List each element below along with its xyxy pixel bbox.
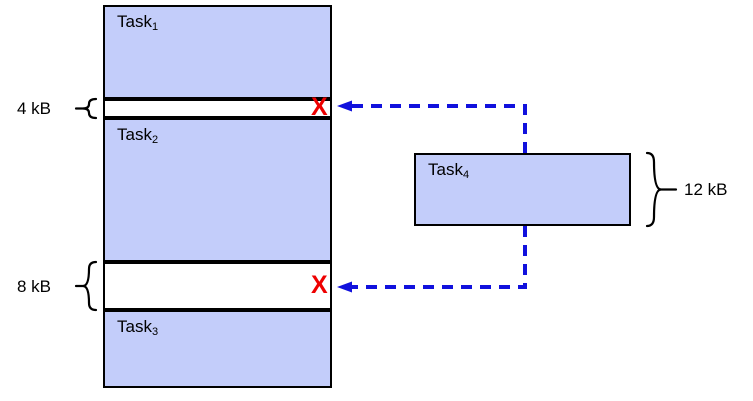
- arrow-task4-to-hole-8kb: [337, 226, 527, 293]
- incoming-task4-label: Task4: [428, 160, 470, 181]
- memory-segment-task3: Task3: [103, 310, 332, 388]
- brace-4kb-icon: [74, 97, 98, 120]
- size-label-hole-8kb: 8 kB: [17, 277, 52, 296]
- arrow-task4-to-hole-4kb: [337, 100, 527, 153]
- size-label-task4: 12 kB: [684, 180, 728, 199]
- memory-segment-task1: Task1: [103, 5, 332, 99]
- reject-x-upper-icon: X: [311, 93, 328, 121]
- memory-segment-hole-8kb: [103, 262, 332, 310]
- brace-12kb-icon: [645, 151, 678, 228]
- memory-segment-task1-label: Task1: [117, 12, 159, 33]
- memory-column: Task1 Task2 Task3: [103, 5, 332, 388]
- memory-segment-task2: Task2: [103, 118, 332, 262]
- incoming-task4-block: Task4: [414, 153, 631, 226]
- reject-x-lower-icon: X: [311, 271, 328, 299]
- size-label-hole-4kb: 4 kB: [17, 99, 52, 118]
- memory-segment-task3-label: Task3: [117, 317, 159, 338]
- memory-segment-task2-label: Task2: [117, 125, 159, 146]
- memory-segment-hole-4kb: [103, 99, 332, 118]
- brace-8kb-icon: [74, 260, 98, 312]
